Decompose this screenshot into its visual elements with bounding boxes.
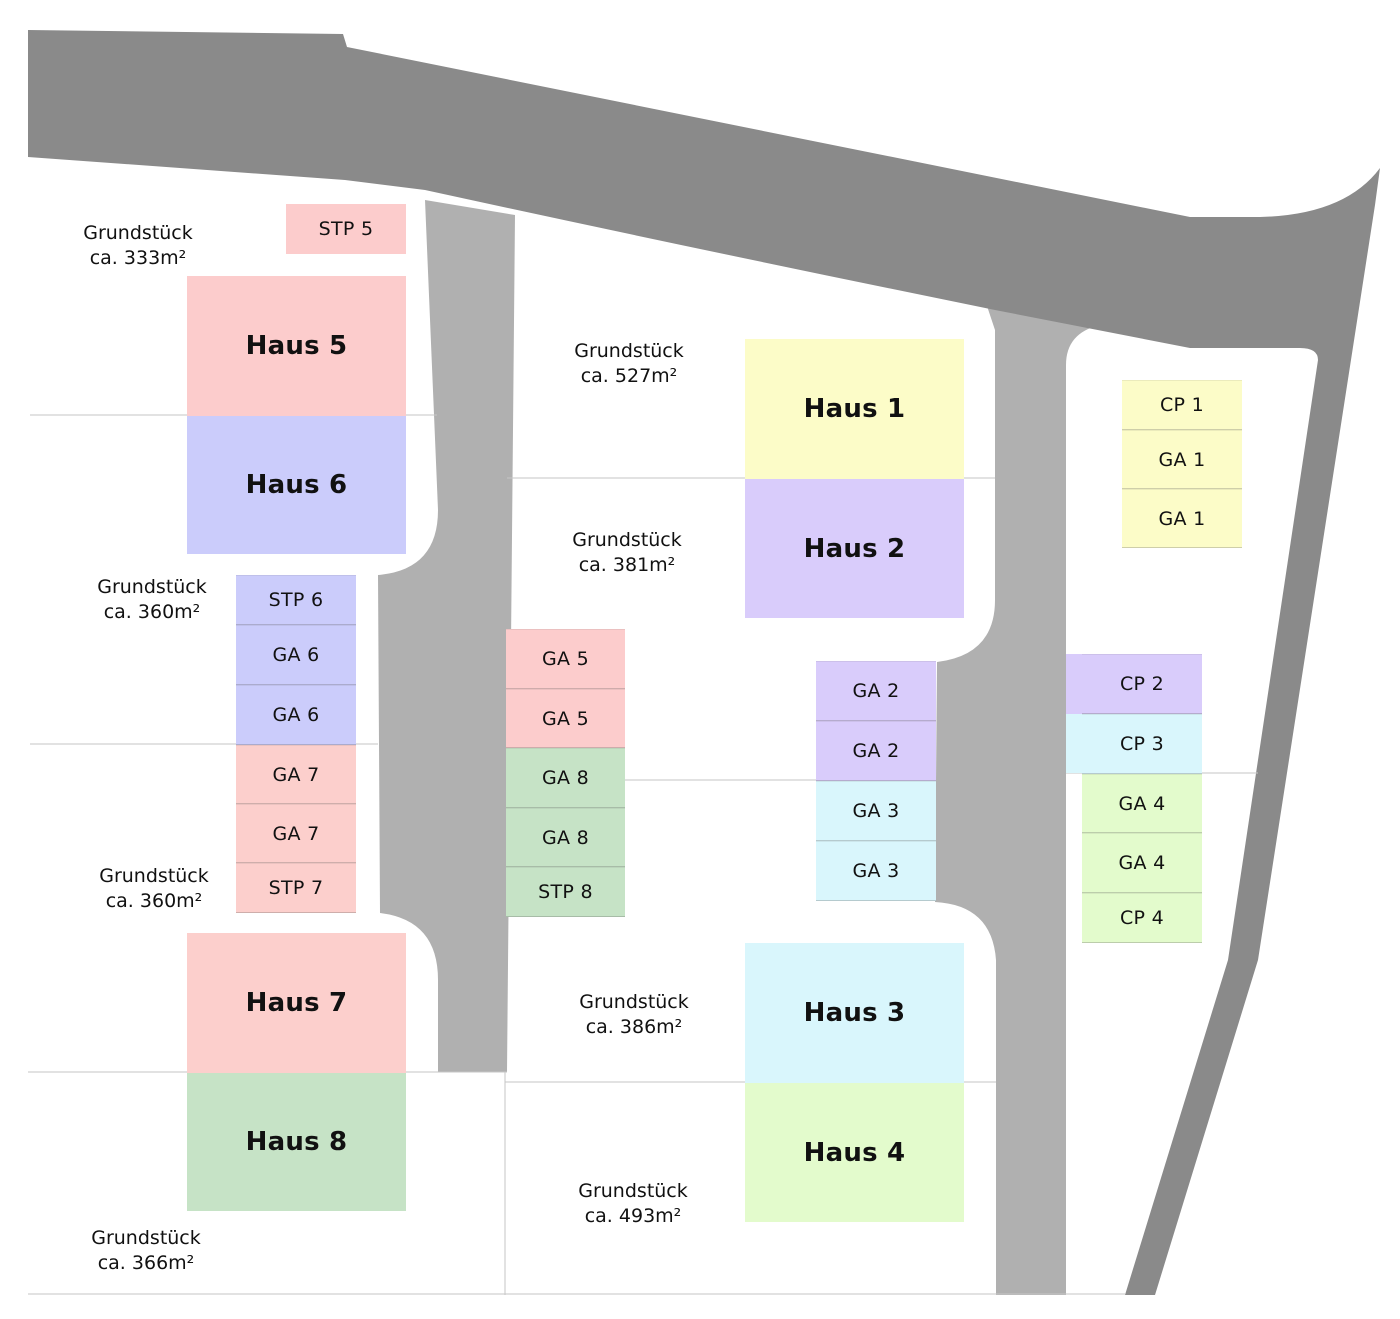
garage-3b[interactable]: GA 3 xyxy=(816,841,936,901)
garage-2a[interactable]: GA 2 xyxy=(816,661,936,721)
haus-8[interactable]: Haus 8 xyxy=(187,1073,406,1211)
garage-1a[interactable]: GA 1 xyxy=(1122,430,1242,489)
plot-label-title: Grundstück xyxy=(579,991,689,1013)
garage-1b[interactable]: GA 1 xyxy=(1122,489,1242,548)
garage-5b[interactable]: GA 5 xyxy=(506,689,625,748)
plot-label-haus-3: Grundstück ca. 386m² xyxy=(579,990,689,1040)
carport-2[interactable]: CP 2 xyxy=(1082,654,1202,714)
plot-label-haus-4: Grundstück ca. 493m² xyxy=(578,1179,688,1229)
plot-label-area: ca. 493m² xyxy=(584,1205,682,1227)
garage-4b[interactable]: GA 4 xyxy=(1082,833,1202,893)
plot-label-haus-2: Grundstück ca. 381m² xyxy=(572,528,682,578)
plot-label-title: Grundstück xyxy=(578,1180,688,1202)
parking-stp-5[interactable]: STP 5 xyxy=(286,204,406,254)
carport-3-strip xyxy=(1066,714,1083,773)
carport-3[interactable]: CP 3 xyxy=(1082,714,1202,774)
access-road-east xyxy=(935,300,1100,1295)
plot-label-haus-5: Grundstück ca. 333m² xyxy=(83,221,193,271)
garage-7b[interactable]: GA 7 xyxy=(236,804,356,863)
plot-label-title: Grundstück xyxy=(572,529,682,551)
garage-6a[interactable]: GA 6 xyxy=(236,625,356,685)
plot-label-title: Grundstück xyxy=(91,1227,201,1249)
haus-7[interactable]: Haus 7 xyxy=(187,933,406,1073)
plot-label-title: Grundstück xyxy=(574,340,684,362)
plot-label-area: ca. 386m² xyxy=(585,1016,683,1038)
garage-6b[interactable]: GA 6 xyxy=(236,685,356,745)
carport-2-strip xyxy=(1066,654,1083,714)
plot-label-haus-7: Grundstück ca. 360m² xyxy=(99,864,209,914)
plot-label-title: Grundstück xyxy=(99,865,209,887)
access-road-west xyxy=(378,200,515,1072)
plot-label-area: ca. 360m² xyxy=(105,890,203,912)
garage-8b[interactable]: GA 8 xyxy=(506,808,625,867)
plot-label-area: ca. 381m² xyxy=(578,554,676,576)
plot-label-haus-6: Grundstück ca. 360m² xyxy=(97,575,207,625)
plot-label-area: ca. 366m² xyxy=(97,1252,195,1274)
parking-stp-6[interactable]: STP 6 xyxy=(236,575,356,625)
plot-label-haus-8: Grundstück ca. 366m² xyxy=(91,1226,201,1276)
parking-stp-8[interactable]: STP 8 xyxy=(506,867,625,917)
garage-4a[interactable]: GA 4 xyxy=(1082,774,1202,833)
garage-3a[interactable]: GA 3 xyxy=(816,781,936,841)
haus-3[interactable]: Haus 3 xyxy=(745,943,964,1083)
haus-1[interactable]: Haus 1 xyxy=(745,339,964,479)
plot-label-area: ca. 360m² xyxy=(103,601,201,623)
carport-1[interactable]: CP 1 xyxy=(1122,380,1242,430)
plot-label-title: Grundstück xyxy=(83,222,193,244)
plot-label-area: ca. 333m² xyxy=(89,247,187,269)
haus-5[interactable]: Haus 5 xyxy=(187,276,406,416)
haus-2[interactable]: Haus 2 xyxy=(745,479,964,618)
plot-label-area: ca. 527m² xyxy=(580,365,678,387)
parking-stp-7[interactable]: STP 7 xyxy=(236,863,356,913)
plot-label-haus-1: Grundstück ca. 527m² xyxy=(574,339,684,389)
garage-8a[interactable]: GA 8 xyxy=(506,748,625,808)
haus-4[interactable]: Haus 4 xyxy=(745,1083,964,1222)
haus-6[interactable]: Haus 6 xyxy=(187,416,406,554)
garage-7a[interactable]: GA 7 xyxy=(236,745,356,804)
garage-5a[interactable]: GA 5 xyxy=(506,629,625,689)
carport-4[interactable]: CP 4 xyxy=(1082,893,1202,943)
garage-2b[interactable]: GA 2 xyxy=(816,721,936,781)
main-road xyxy=(28,30,1380,1295)
plot-label-title: Grundstück xyxy=(97,576,207,598)
